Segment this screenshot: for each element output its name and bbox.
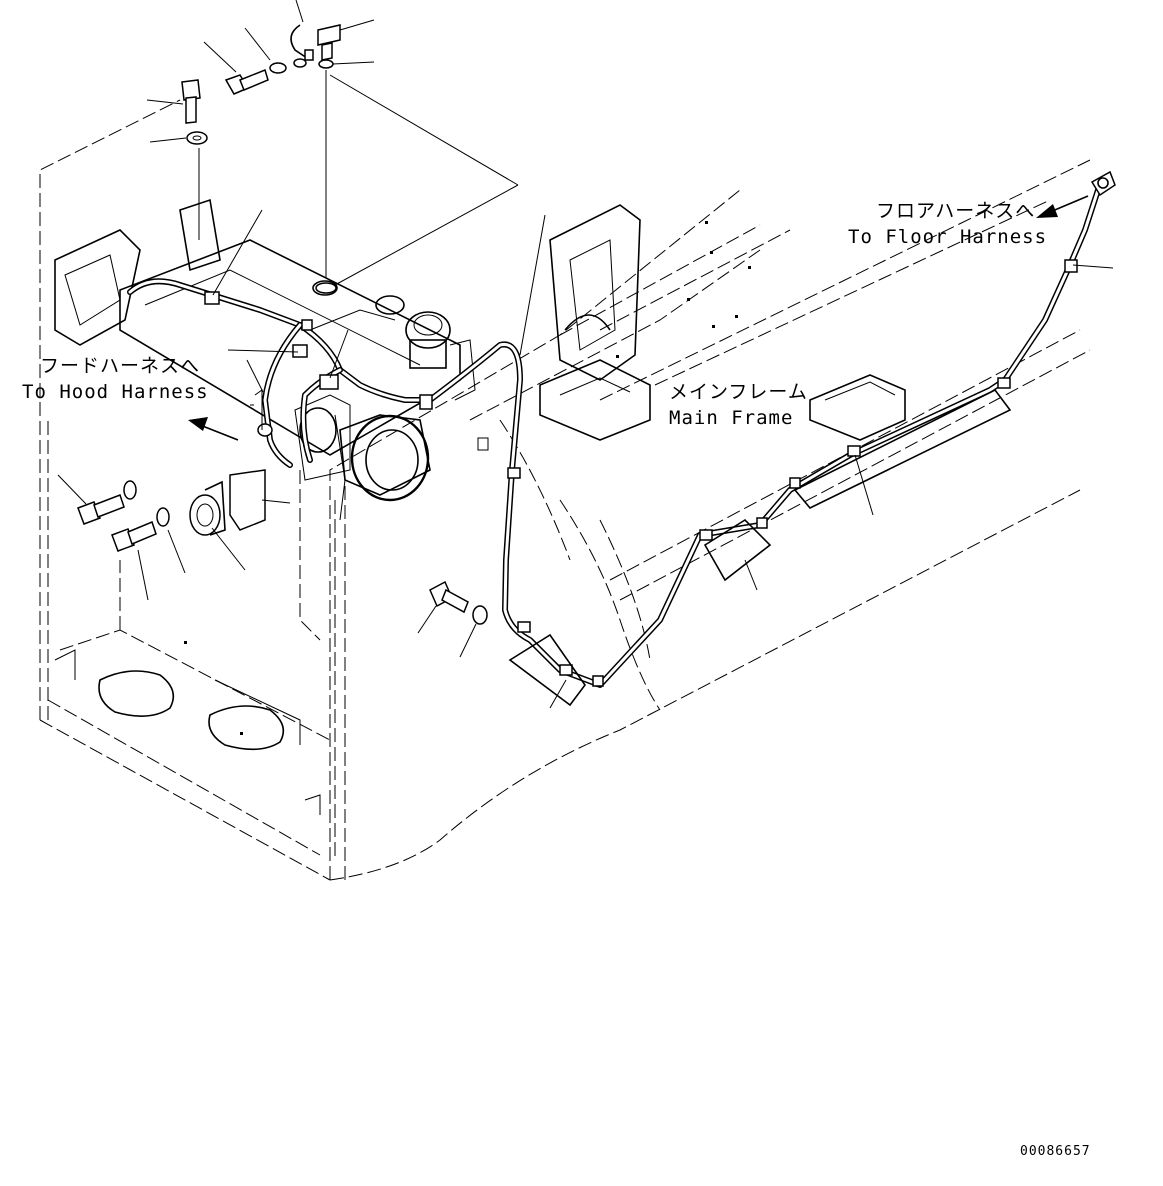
clamp-icon [301,319,313,331]
clamp-icon [592,675,604,687]
washer-icon [156,507,170,527]
floor-cutouts [54,649,321,815]
clamp-icon [204,291,220,305]
floor-harness-jp-label: フロアハーネスへ [876,200,1035,222]
clamp-icon [997,377,1011,389]
exploded-parts-top [181,24,341,294]
protector-sleeves [508,388,1012,707]
leader-lines [57,0,1114,709]
clamp-icon [559,664,573,676]
direction-arrows [188,195,1089,441]
frame-towers [539,204,906,441]
clamp-icon [507,467,521,479]
arrow-icon [1049,195,1089,213]
main-frame-en-label: Main Frame [669,407,793,429]
clamp-icon [319,374,339,390]
bracket-icon [229,469,266,531]
sensor-icon [317,24,341,46]
clamp-icon [756,517,768,529]
hood-harness-jp-label: フードハーネスへ [40,355,200,377]
floor-harness-en-label: To Floor Harness [848,226,1047,248]
washer-icon [269,62,287,74]
clamp-icon [517,621,531,633]
clamp-icon [1064,259,1078,273]
arrow-icon [1036,204,1058,218]
washer-icon [123,480,137,500]
clamp-icon [699,529,713,541]
floor-connector [1090,170,1116,197]
arrow-icon [199,424,239,441]
sensor-icon [189,494,221,536]
figure-id: 00086657 [1020,1144,1091,1159]
washer-icon [472,605,488,625]
main-frame-jp-label: メインフレーム [669,381,808,403]
text-labels: フードハーネスへ To Hood Harness メインフレーム Main Fr… [22,200,1091,1159]
washer-icon [318,59,334,69]
clamp-icon [292,344,308,358]
harness-clamps [204,259,1078,687]
washer-icon [186,131,208,145]
clamp-icon [419,394,433,410]
clamp-icon [789,477,801,489]
clamp-icon [847,445,861,457]
arrow-icon [188,417,208,431]
main-frame-body [39,99,1091,881]
frame-dots [184,221,751,735]
hood-harness-en-label: To Hood Harness [22,381,209,403]
connector-icon [1090,170,1116,197]
exploded-parts-left [77,389,488,625]
bolt-icon [181,79,201,101]
